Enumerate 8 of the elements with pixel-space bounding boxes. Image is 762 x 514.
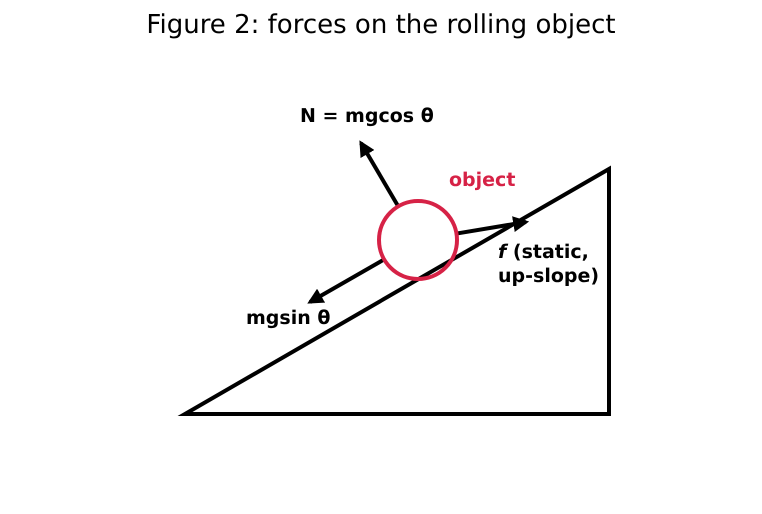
force-arrow <box>307 258 386 304</box>
force-label: f (static, up-slope) <box>498 240 606 292</box>
force-arrow <box>456 216 530 236</box>
force-arrow <box>359 140 400 208</box>
force-label: mgsin θ <box>246 306 356 336</box>
figure-title: Figure 2: forces on the rolling object <box>145 10 617 40</box>
object-label: object <box>449 168 516 192</box>
force-label: N = mgcos θ <box>300 104 460 134</box>
